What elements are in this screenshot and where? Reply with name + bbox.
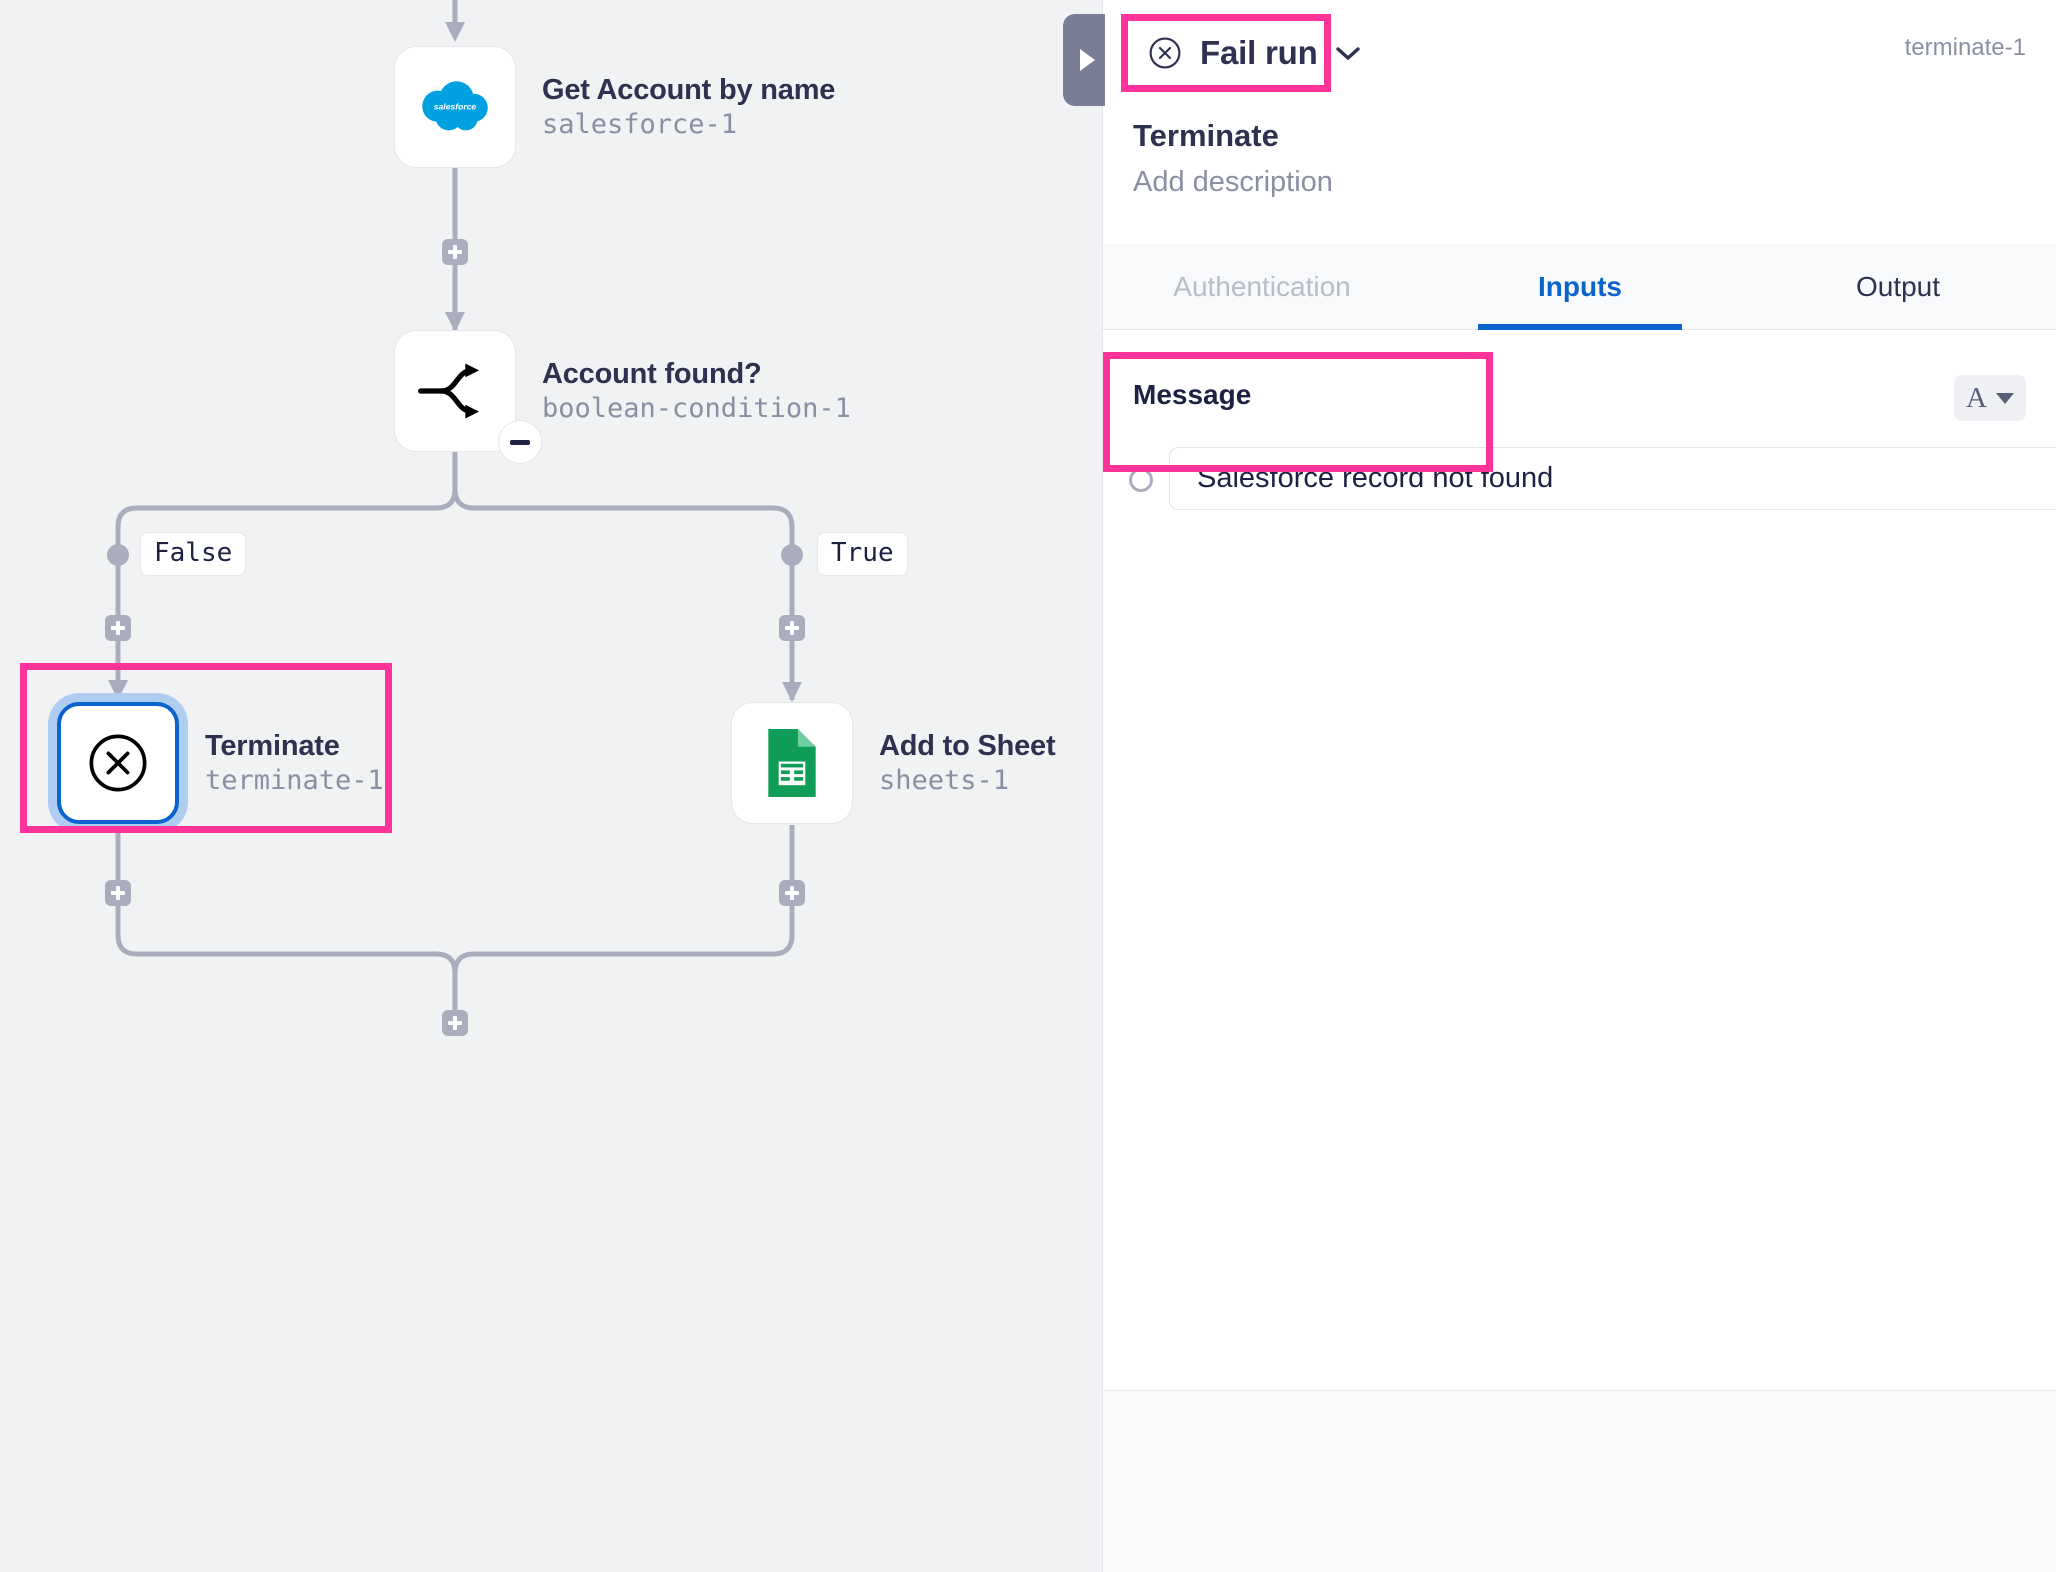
node-label-sheets: Add to Sheet sheets-1 [879, 729, 1056, 797]
add-step-button-true-branch[interactable] [779, 615, 805, 641]
tab-output[interactable]: Output [1855, 270, 1941, 302]
caret-down-icon [1995, 392, 2014, 404]
workflow-canvas[interactable]: False True salesforce [0, 0, 1102, 1572]
node-icon-box-terminate[interactable] [57, 702, 179, 824]
chevron-down-icon [1335, 47, 1360, 61]
highlight-box-message-field [1103, 352, 1493, 472]
message-field-bullet[interactable] [1129, 468, 1153, 492]
add-step-button-after-merge[interactable] [442, 1010, 468, 1036]
x-circle-icon [1149, 37, 1181, 69]
tab-authentication[interactable]: Authentication [1173, 270, 1351, 302]
tab-inputs[interactable]: Inputs [1421, 244, 1739, 330]
node-icon-box-condition[interactable] [394, 330, 542, 464]
google-sheets-icon [768, 728, 816, 798]
branch-label-true: True [817, 532, 908, 576]
minus-icon [510, 439, 530, 445]
highlight-box-terminate-node [20, 663, 392, 833]
node-salesforce[interactable]: salesforce Get Account by name salesforc… [394, 46, 835, 168]
add-step-button-after-salesforce[interactable] [442, 239, 468, 265]
collapse-node-button[interactable] [498, 420, 542, 464]
panel-title: Terminate [1133, 118, 1279, 153]
panel-collapse-handle[interactable] [1063, 14, 1105, 106]
panel-add-description[interactable]: Add description [1133, 166, 1333, 198]
branch-handle-false[interactable] [107, 544, 129, 566]
node-label-condition: Account found? boolean-condition-1 [542, 357, 851, 425]
salesforce-icon: salesforce [422, 81, 488, 131]
fail-run-label: Fail run [1200, 34, 1318, 71]
add-step-button-after-sheets[interactable] [779, 880, 805, 906]
x-circle-icon [89, 734, 147, 792]
panel-tabs: Authentication Inputs Output [1103, 244, 2056, 330]
node-boolean-condition[interactable]: Account found? boolean-condition-1 [394, 330, 851, 464]
message-field-label: Message [1133, 379, 1252, 410]
node-label-terminate: Terminate terminate-1 [205, 729, 384, 797]
format-glyph: A [1966, 381, 1987, 414]
svg-text:salesforce: salesforce [434, 101, 477, 111]
node-icon-box-sheets[interactable] [731, 702, 853, 824]
fail-run-dropdown[interactable]: Fail run [1133, 24, 1375, 82]
branch-label-false: False [140, 532, 247, 576]
node-sheets[interactable]: Add to Sheet sheets-1 [731, 702, 1056, 824]
chevron-right-icon [1079, 49, 1095, 71]
add-step-button-after-terminate[interactable] [105, 880, 131, 906]
panel-footer: Documentation v 1.1 [1103, 1390, 2056, 1572]
branch-handle-true[interactable] [781, 544, 803, 566]
node-terminate[interactable]: Terminate terminate-1 [57, 702, 384, 824]
text-format-button[interactable]: A [1954, 375, 2026, 421]
panel-node-id: terminate-1 [1904, 34, 2026, 61]
branch-fork-icon [418, 363, 480, 419]
node-details-panel: Fail run terminate-1 Terminate Add descr… [1063, 0, 2056, 1572]
node-icon-box-salesforce[interactable]: salesforce [394, 46, 516, 168]
node-label-salesforce: Get Account by name salesforce-1 [542, 73, 836, 141]
add-step-button-false-branch[interactable] [105, 615, 131, 641]
highlight-box-fail-run [1121, 14, 1331, 92]
